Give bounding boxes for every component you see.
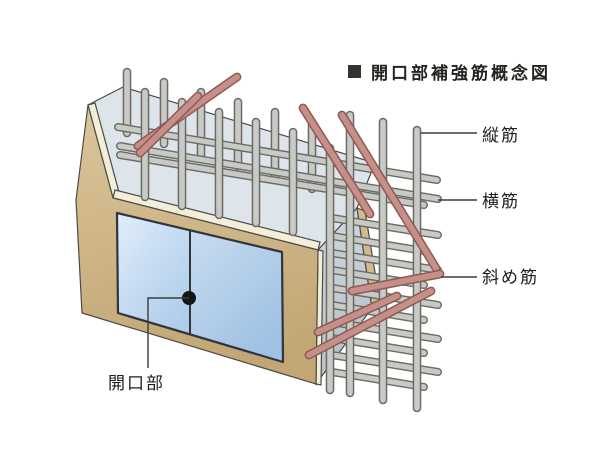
window-pane-right [190,230,283,362]
rebar-bar [315,293,400,335]
diagram-title: 開口部補強筋概念図 [371,63,551,83]
opening-leader-line [147,297,189,368]
window-pane-left [117,213,190,335]
rebar-bar [300,105,373,217]
rebar-vertical-mesh-layer [325,110,422,413]
rebar-bar [306,288,434,358]
label-vertical-bar: 縦筋 [482,126,520,145]
title-marker-square [348,65,361,78]
rebar-diagonal-mesh-layer [298,103,445,360]
rebar-bar [137,93,201,156]
label-opening: 開口部 [108,374,165,393]
rebar-bar [117,152,427,208]
window-opening [115,211,285,364]
rebar-bar [349,271,443,294]
label-horizontal-bar: 横筋 [482,192,520,211]
window-frame [115,211,285,364]
rebar-diagonal-top-layer [133,72,242,158]
label-diagonal-bar: 斜め筋 [482,268,539,287]
rebar-bar [339,112,439,271]
